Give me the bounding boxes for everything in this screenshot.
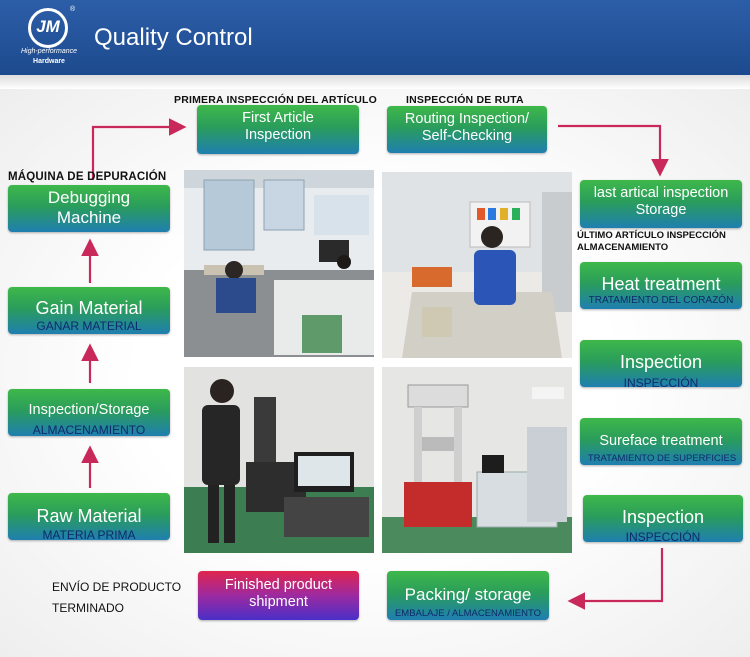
surface-treatment-box: Sureface treatment TRATAMIENTO DE SUPERF…	[580, 418, 742, 465]
last-article-line1: last artical inspection	[593, 185, 729, 201]
logo-tagline-1: High-performance	[20, 48, 78, 55]
inspection-box-2: Inspection INSPECCIÓN	[583, 495, 743, 542]
gain-material-title: Gain Material	[35, 298, 143, 318]
last-article-caption-2: ALMACENAMIENTO	[577, 242, 669, 253]
gain-material-sub: GANAR MATERIAL	[36, 319, 142, 333]
gain-material-box: Gain Material GANAR MATERIAL	[8, 287, 170, 334]
routing-inspection-box: Routing Inspection/ Self-Checking	[387, 106, 547, 153]
finished-shipment-line1: Finished product	[224, 577, 333, 593]
finished-shipment-line2: shipment	[249, 593, 308, 610]
header-shadow	[0, 75, 750, 89]
logo-tagline-2: Hardware	[33, 58, 65, 65]
finished-shipment-caption-2: TERMINADO	[52, 601, 124, 615]
last-article-inspection-box: last artical inspection Storage	[580, 180, 742, 228]
packing-storage-box: Packing/ storage EMBALAJE / ALMACENAMIEN…	[387, 571, 549, 620]
debugging-line1: Debugging	[47, 188, 131, 207]
debugging-machine-box: Debugging Machine	[8, 185, 170, 232]
bench-scene-illustration	[382, 172, 572, 358]
photo-testing-machine	[382, 367, 572, 553]
photo-measuring-machine	[184, 367, 374, 553]
routing-line2: Self-Checking	[421, 127, 513, 144]
last-article-line2: Storage	[635, 201, 687, 218]
raw-material-title: Raw Material	[36, 506, 142, 526]
first-article-line1: First Article	[242, 110, 314, 126]
first-article-caption: PRIMERA INSPECCIÓN DEL ARTÍCULO	[174, 94, 377, 106]
routing-line1: Routing Inspection/	[404, 111, 530, 127]
raw-material-box: Raw Material MATERIA PRIMA	[8, 493, 170, 540]
packing-storage-sub: EMBALAJE / ALMACENAMIENTO	[394, 608, 542, 619]
arrow-debug-to-first	[91, 118, 187, 180]
inspection-storage-box: Inspection/Storage ALMACENAMIENTO	[8, 389, 170, 436]
inspection-1-sub: INSPECCIÓN	[623, 376, 699, 387]
company-logo: JM ® High-performance Hardware	[18, 6, 80, 68]
finished-shipment-caption-1: ENVÍO DE PRODUCTO	[52, 580, 182, 594]
measuring-scene-illustration	[184, 367, 374, 553]
photo-inspection-bench	[382, 172, 572, 358]
first-article-line2: Inspection	[244, 126, 312, 143]
packing-storage-title: Packing/ storage	[404, 585, 532, 604]
finished-shipment-box: Finished product shipment	[198, 571, 359, 620]
logo-registered: ®	[70, 6, 76, 13]
inspection-1-title: Inspection	[619, 352, 703, 372]
inspection-2-sub: INSPECCIÓN	[625, 530, 701, 542]
debugging-line2: Machine	[56, 207, 122, 227]
surface-treatment-sub: TRATAMIENTO DE SUPERFICIES	[587, 453, 737, 464]
raw-material-sub: MATERIA PRIMA	[42, 528, 136, 540]
routing-caption: INSPECCIÓN DE RUTA	[406, 94, 524, 106]
office-scene-illustration	[184, 170, 374, 357]
arrow-inspection-to-packing	[567, 548, 664, 610]
logo-mark: JM	[28, 8, 68, 48]
inspection-storage-sub: ALMACENAMIENTO	[32, 423, 146, 436]
surface-treatment-title: Sureface treatment	[599, 433, 723, 449]
photo-office-workstation	[184, 170, 374, 357]
heat-treatment-box: Heat treatment TRATAMIENTO DEL CORAZÓN	[580, 262, 742, 309]
inspection-2-title: Inspection	[621, 507, 705, 527]
arrow-routing-to-last	[558, 124, 669, 177]
inspection-storage-title: Inspection/Storage	[28, 402, 150, 418]
heat-treatment-title: Heat treatment	[601, 274, 721, 294]
inspection-box-1: Inspection INSPECCIÓN	[580, 340, 742, 387]
page-title: Quality Control	[94, 24, 253, 51]
logo-mark-text: JM	[36, 17, 60, 36]
heat-treatment-sub: TRATAMIENTO DEL CORAZÓN	[588, 295, 734, 306]
testing-scene-illustration	[382, 367, 572, 553]
header-bar: JM ® High-performance Hardware Quality C…	[0, 0, 750, 75]
last-article-caption-1: ÚLTIMO ARTÍCULO INSPECCIÓN	[577, 230, 726, 241]
first-article-inspection-box: First Article Inspection	[197, 105, 359, 154]
debugging-caption: MÁQUINA DE DEPURACIÓN	[8, 171, 167, 183]
